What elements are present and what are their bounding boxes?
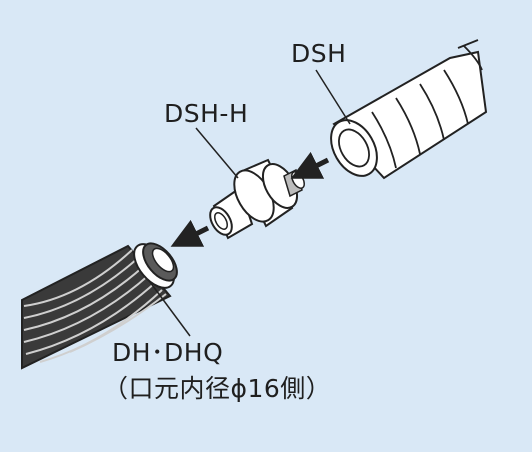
hose-dsh	[330, 39, 488, 180]
leader-line-dsh	[315, 69, 351, 125]
arrow-left-down-icon	[170, 219, 210, 247]
label-dh-dhq: DH･DHQ	[112, 338, 224, 367]
label-dsh: DSH	[291, 39, 347, 68]
corrugated-hose	[21, 242, 178, 370]
adapter-dsh-h	[209, 158, 305, 240]
arrow-left-down-icon	[290, 151, 330, 179]
label-inner-diameter-note: （口元内径ϕ16側）	[103, 374, 332, 403]
label-dsh-h: DSH-H	[164, 99, 249, 128]
leader-line-dsh-h	[195, 127, 239, 179]
leader-line-dh-dhq	[149, 281, 191, 337]
